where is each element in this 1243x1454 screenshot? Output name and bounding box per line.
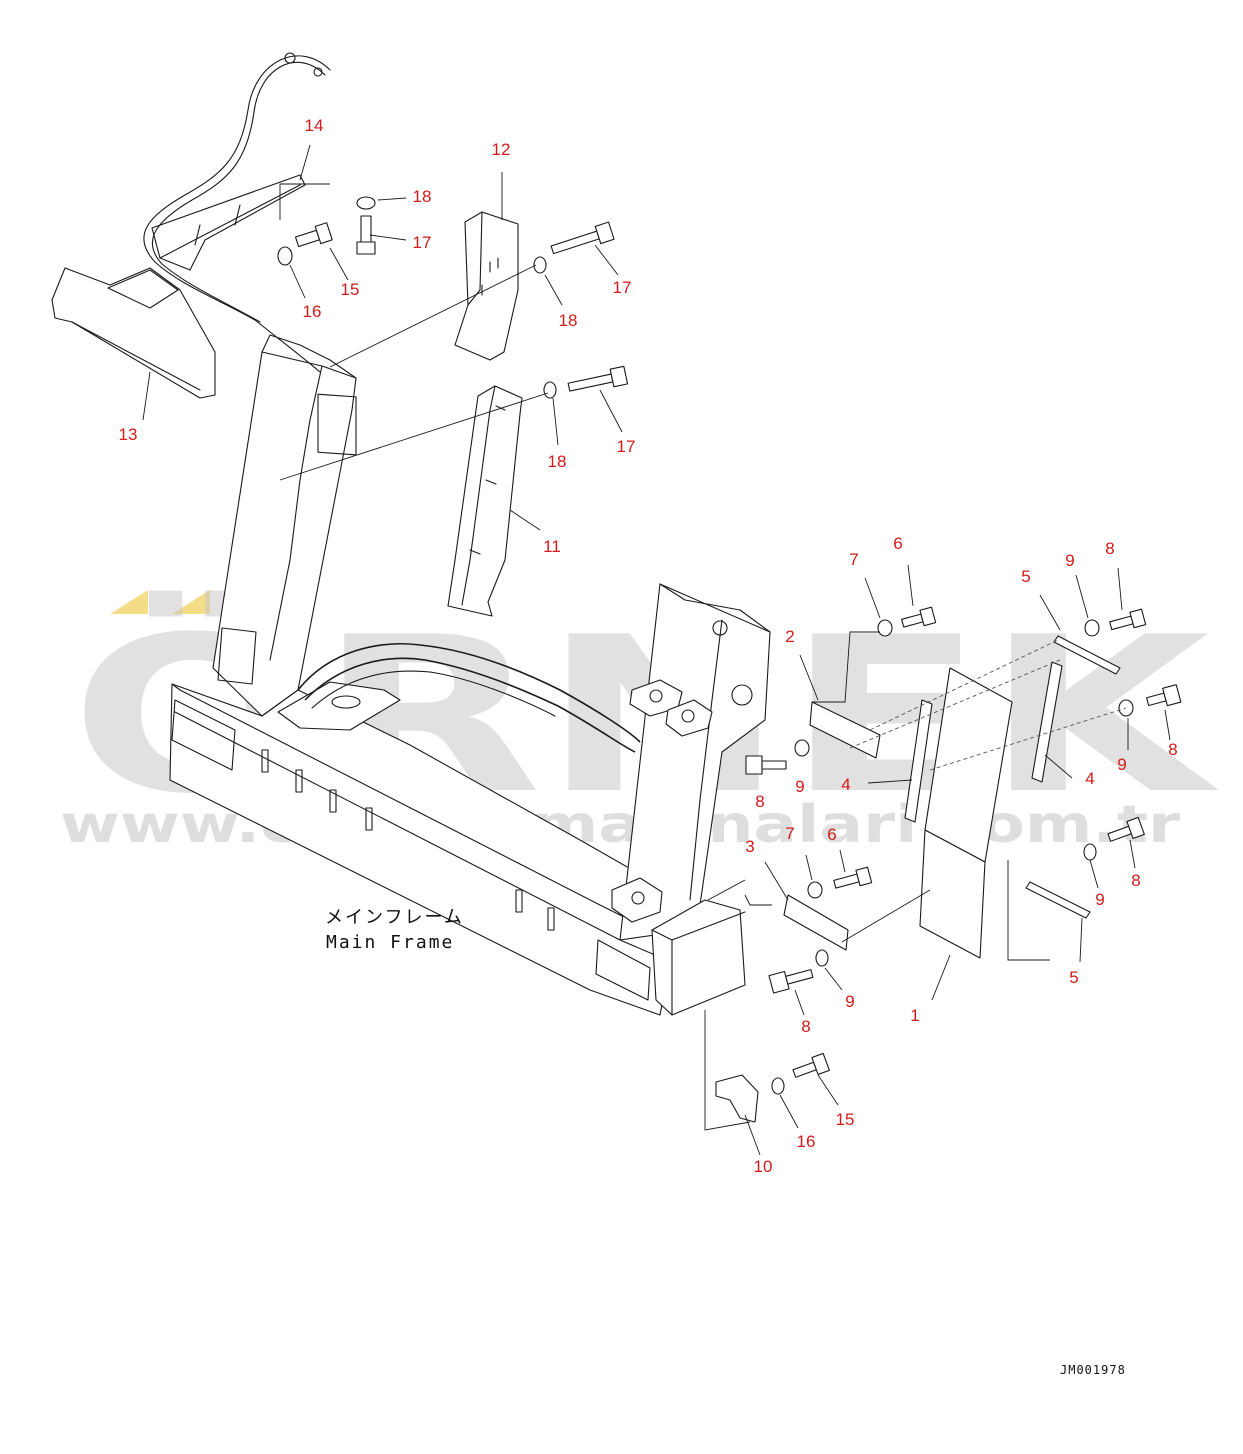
beam-window <box>595 939 651 1001</box>
part-10-bracket <box>715 1074 759 1123</box>
callout-16-top: 16 <box>303 302 322 321</box>
part-14-cover <box>151 174 306 271</box>
part-3-plate <box>783 894 849 951</box>
right-column-hole <box>731 684 753 706</box>
callout-4-left: 4 <box>841 775 850 794</box>
beam-slots <box>261 749 555 931</box>
callout-17-mid: 17 <box>613 278 632 297</box>
assembly-lines <box>279 183 1127 1131</box>
callout-18-low: 18 <box>548 452 567 471</box>
callouts: 14 13 12 11 18 17 15 16 18 17 18 17 7 6 … <box>119 116 1178 1176</box>
left-column-plate <box>317 393 357 456</box>
callout-12: 12 <box>492 140 511 159</box>
hose-harness-lower <box>304 657 636 753</box>
part-2-plate <box>809 701 881 759</box>
callout-15-low: 15 <box>836 1110 855 1129</box>
left-column-window <box>217 627 257 685</box>
long-beam-box <box>171 699 236 771</box>
main-frame-right-column <box>619 583 771 941</box>
callout-1: 1 <box>910 1006 919 1025</box>
left-column-edge <box>261 334 357 379</box>
left-column-inner-edge <box>269 365 323 661</box>
mount-block-c <box>611 877 663 923</box>
callout-15-top: 15 <box>341 280 360 299</box>
callout-8-low: 8 <box>801 1017 810 1036</box>
callout-5-low: 5 <box>1069 968 1078 987</box>
part-1-plate <box>919 667 1013 959</box>
mount-block-b <box>665 699 713 737</box>
mount-hole-b <box>681 709 695 723</box>
hose-harness-aux <box>311 670 556 717</box>
part-4-plate-right <box>1031 661 1063 783</box>
center-bracket <box>277 681 401 731</box>
front-box-top <box>651 911 746 941</box>
callout-7-low: 7 <box>785 824 794 843</box>
callout-13: 13 <box>119 425 138 444</box>
callout-16-low: 16 <box>797 1132 816 1151</box>
callout-18-top: 18 <box>413 187 432 206</box>
callout-3: 3 <box>745 837 754 856</box>
main-frame <box>169 334 771 1016</box>
callout-9-topright: 9 <box>1065 551 1074 570</box>
callout-9-low: 9 <box>845 992 854 1011</box>
callout-11: 11 <box>543 537 561 556</box>
watermark-accent-right <box>172 590 210 614</box>
callout-8-right: 8 <box>1168 740 1177 759</box>
callout-leaders <box>142 144 1171 1156</box>
caption-japanese: メインフレーム <box>325 907 464 928</box>
callout-8-left: 8 <box>755 792 764 811</box>
callout-8-topright: 8 <box>1105 539 1114 558</box>
right-column-inner <box>689 619 723 901</box>
callout-4-right: 4 <box>1085 769 1094 788</box>
part-5-strip-bottom <box>1025 881 1091 919</box>
part-11-cover <box>447 385 523 617</box>
callout-6-low: 6 <box>827 825 836 844</box>
mount-hole-c <box>631 891 645 905</box>
mount-hole-a <box>649 689 663 703</box>
callout-9-left: 9 <box>795 777 804 796</box>
center-bracket-hole <box>331 695 361 709</box>
callout-6-top: 6 <box>893 534 902 553</box>
callout-17-low: 17 <box>617 437 636 456</box>
part-5-strip-top <box>1053 635 1121 675</box>
callout-9-farright: 9 <box>1095 890 1104 909</box>
callout-7-top: 7 <box>849 550 858 569</box>
right-column-hole-top <box>712 620 728 636</box>
wire-harness <box>143 52 331 373</box>
fasteners <box>277 196 1182 1095</box>
hose-harness-upper <box>297 643 641 743</box>
caption-english: Main Frame <box>326 932 454 953</box>
main-frame-front-box <box>651 899 746 1016</box>
part-13-bracket <box>51 267 216 399</box>
callout-8-farright: 8 <box>1131 871 1140 890</box>
callout-14: 14 <box>305 116 324 135</box>
watermark-accent-left <box>110 590 148 614</box>
callout-10: 10 <box>754 1157 773 1176</box>
callout-18-mid: 18 <box>559 311 578 330</box>
part-4-plate-left <box>904 699 933 823</box>
callout-17-top: 17 <box>413 233 432 252</box>
callout-5-top: 5 <box>1021 567 1030 586</box>
document-id: JM001978 <box>1060 1363 1126 1377</box>
callout-9-right: 9 <box>1117 755 1126 774</box>
right-column-edge <box>659 583 771 633</box>
part-12-cover <box>454 211 519 361</box>
callout-2: 2 <box>785 627 794 646</box>
